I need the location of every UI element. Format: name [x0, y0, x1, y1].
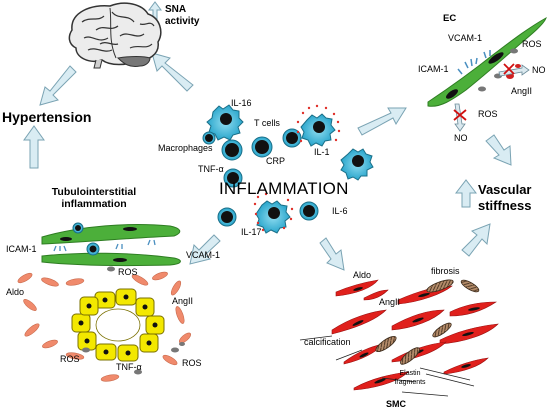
angii-molecule-icon	[515, 64, 521, 68]
no-bottom-label: NO	[454, 133, 468, 143]
macrophage-icon	[223, 168, 243, 188]
macrophages-label: Macrophages	[158, 143, 213, 153]
angii-kidney-label: AngII	[172, 296, 194, 306]
no-arrow-right-icon	[498, 63, 530, 77]
tnf-center-label: TNF-α	[198, 164, 224, 174]
ros-ec-label-1: ROS	[522, 39, 542, 49]
macrophage-il16-icon	[206, 104, 244, 141]
arrow-brain-to-hypertension	[39, 65, 77, 106]
tubule-epithelium-icon	[71, 288, 165, 362]
ros-kidney-label-3: ROS	[182, 358, 202, 368]
arrow-smc-to-stiffness	[461, 223, 491, 257]
tubulointerstitial-label: Tubulointerstitial inflammation	[51, 186, 137, 210]
flow-arrows	[23, 1, 512, 271]
vcam-ec-label: VCAM-1	[448, 33, 483, 43]
il6-label: IL-6	[332, 206, 348, 216]
ec-label: EC	[443, 13, 457, 24]
icam-ec-label: ICAM-1	[418, 64, 449, 74]
inflammation-title: INFLAMMATION	[219, 179, 349, 198]
vascular-stiffness-label: Vascular stiffness	[478, 182, 532, 213]
t-cell-icon	[251, 136, 273, 158]
arrow-inflammation-to-brain	[151, 52, 194, 92]
ros-ec-label-2: ROS	[478, 109, 498, 119]
il17-label: IL-17	[241, 227, 262, 237]
il17-secreting-cell-icon	[255, 200, 291, 234]
arrow-inflammation-to-smc	[319, 237, 345, 271]
smooth-muscle-cells-region	[299, 279, 499, 397]
sna-activity-label: SNA activity	[165, 4, 200, 27]
t-cells-label: T cells	[254, 118, 280, 128]
immune-cells-cluster	[202, 104, 374, 234]
arrow-stiffness-up	[454, 179, 478, 208]
hypertension-label: Hypertension	[2, 109, 92, 125]
calcification-label: calcification	[304, 337, 351, 347]
smc-label: SMC	[386, 399, 406, 409]
il1-label: IL-1	[314, 147, 330, 157]
arrow-tubulo-to-hypertension	[23, 125, 45, 169]
arrow-inflammation-to-ec	[357, 107, 407, 136]
elastin-fibers	[299, 335, 475, 397]
arrow-ec-to-stiffness	[485, 134, 512, 166]
angii-ec-label: AngII	[511, 86, 533, 96]
il17-cell-icon	[217, 207, 237, 227]
icam-kidney-label: ICAM-1	[6, 244, 37, 254]
ros-kidney-label-2: ROS	[60, 354, 80, 364]
no-arrow-down-icon	[453, 103, 467, 132]
fibrosis-calcification-icons	[375, 279, 480, 365]
ros-molecule-icon	[478, 86, 486, 92]
il16-label: IL-16	[231, 98, 252, 108]
ros-molecule-icon	[510, 48, 518, 54]
endothelial-cell-icon	[427, 16, 547, 132]
elastin-fragments-label: Elastin fragments	[394, 370, 426, 386]
crp-cell-icon	[282, 128, 302, 148]
secreting-cell-il1-icon	[300, 113, 336, 147]
il6-cell-icon	[299, 201, 319, 221]
angii-smc-label: AngII	[379, 297, 401, 307]
brain-icon	[68, 2, 162, 69]
no-right-label: NO	[532, 65, 546, 75]
adhesion-molecule-icon	[457, 50, 491, 75]
fibroblast-icons	[17, 271, 191, 382]
macrophage-small-icon	[202, 131, 216, 145]
tnf-kidney-label: TNF-α	[116, 362, 142, 372]
t-cell-icon	[221, 139, 243, 161]
macrophage-right-icon	[340, 148, 374, 181]
aldo-smc-label: Aldo	[353, 270, 372, 280]
tubulointerstitial-region	[17, 222, 191, 382]
ros-kidney-label-1: ROS	[118, 267, 138, 277]
fibrosis-label: fibrosis	[431, 266, 460, 276]
aldo-kidney-label: Aldo	[6, 287, 25, 297]
vcam-kidney-label: VCAM-1	[186, 250, 221, 260]
cytokine-secretion-dots	[253, 104, 341, 232]
crp-label: CRP	[266, 156, 286, 166]
arrow-inflammation-to-kidney	[189, 234, 221, 265]
